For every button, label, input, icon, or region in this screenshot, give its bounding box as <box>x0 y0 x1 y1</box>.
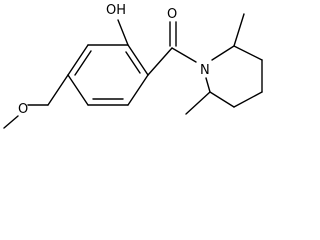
methyl-bond-top <box>233 13 245 47</box>
piperidine-bond-c2-c3 <box>233 45 263 61</box>
methyl-bond-bottom <box>185 91 211 115</box>
piperidine-bond-c6-n <box>205 77 211 93</box>
methoxy-oxygen-label: O <box>18 102 28 117</box>
ring-bond-c4-c5 <box>67 44 89 76</box>
carbonyl-bond-n <box>171 47 197 63</box>
methoxy-bond-methyl <box>3 115 19 129</box>
ring-bond-c1-c2 <box>127 74 149 106</box>
structure-diagram: OH O N O <box>3 3 263 129</box>
methoxy-bond-ring <box>47 74 69 106</box>
hydroxyl-label: OH <box>106 3 126 18</box>
piperidine-bond-n-c2 <box>211 45 235 61</box>
ring-bond-c3-c4 <box>67 74 89 106</box>
carbonyl-oxygen-label: O <box>167 7 177 22</box>
hydroxyl-bond <box>117 19 129 46</box>
carbonyl-bond-ring <box>147 47 173 76</box>
ring-bond-c6-c1-inner <box>125 51 141 74</box>
piperidine-bond-c5-c6 <box>209 91 235 108</box>
ring-bond-c4-c5-inner <box>74 50 92 76</box>
ring-bond-c6-c1 <box>127 44 149 76</box>
piperidine-bond-c4-c5 <box>233 91 263 108</box>
nitrogen-label: N <box>200 63 210 78</box>
